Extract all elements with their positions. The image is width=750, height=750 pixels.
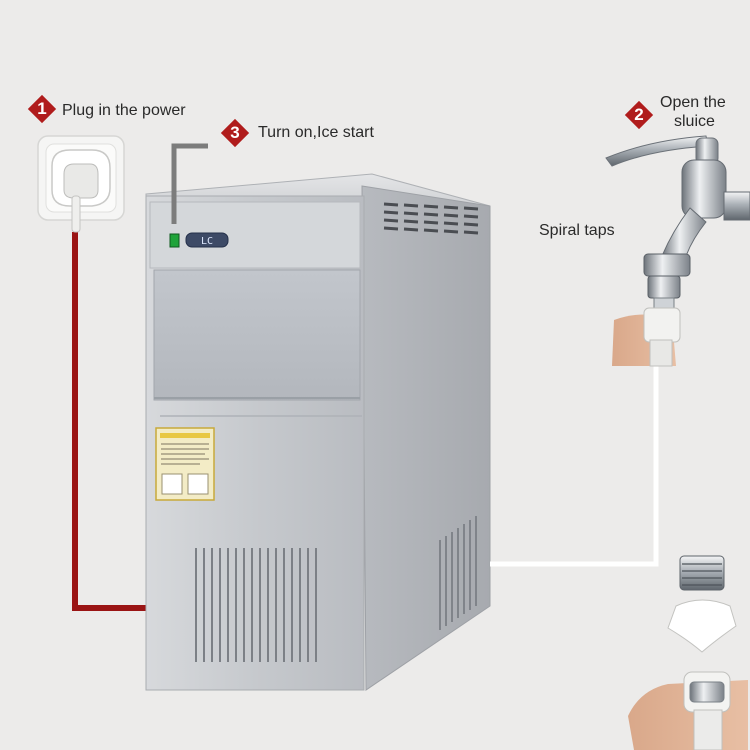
step-3-badge: 3 [222, 120, 248, 146]
wall-socket-icon [37, 135, 125, 233]
step-3-leader [171, 143, 208, 224]
faucet-icon [605, 135, 750, 315]
spiral-tap-parts [667, 555, 737, 653]
display-readout: LC [201, 236, 213, 247]
spiral-taps-label: Spiral taps [539, 222, 615, 239]
control-display: LC [185, 232, 229, 248]
step-1-label: Plug in the power [62, 102, 186, 119]
hose-connector-icon [612, 307, 681, 367]
step-3-label: Turn on,Ice start [258, 124, 374, 141]
step-2-label-line1: Open the [660, 94, 726, 111]
water-hose [490, 360, 659, 567]
power-switch [169, 233, 180, 248]
step-1-badge: 1 [29, 96, 55, 122]
step-2-badge: 2 [626, 102, 652, 128]
hose-connector-lower [628, 671, 748, 750]
power-cord [72, 232, 152, 611]
ice-machine-icon [145, 173, 491, 691]
step-2-label-line2: sluice [674, 113, 715, 130]
